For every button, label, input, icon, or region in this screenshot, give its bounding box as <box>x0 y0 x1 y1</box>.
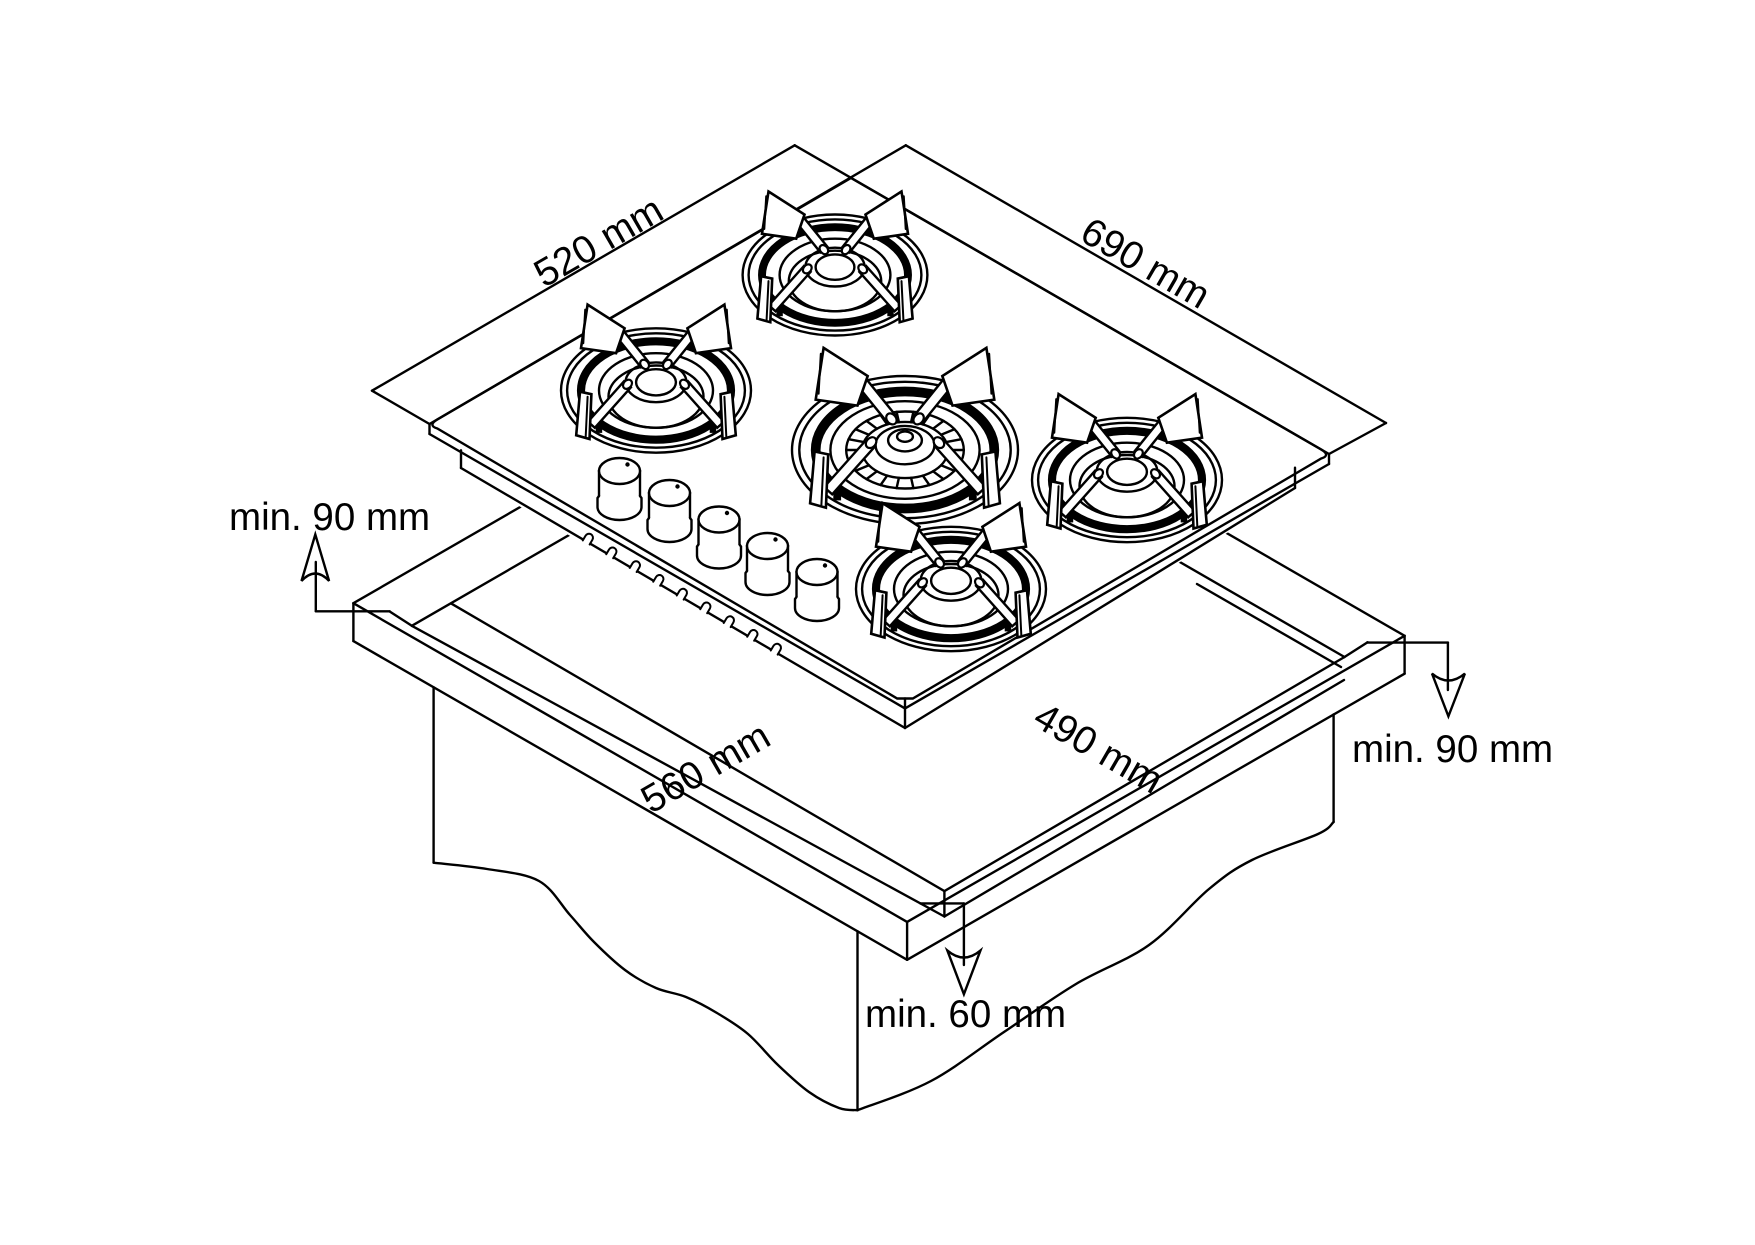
svg-text:min. 90 mm: min. 90 mm <box>1352 728 1553 771</box>
svg-text:min. 90 mm: min. 90 mm <box>229 496 430 539</box>
svg-text:min. 60 mm: min. 60 mm <box>865 993 1066 1036</box>
